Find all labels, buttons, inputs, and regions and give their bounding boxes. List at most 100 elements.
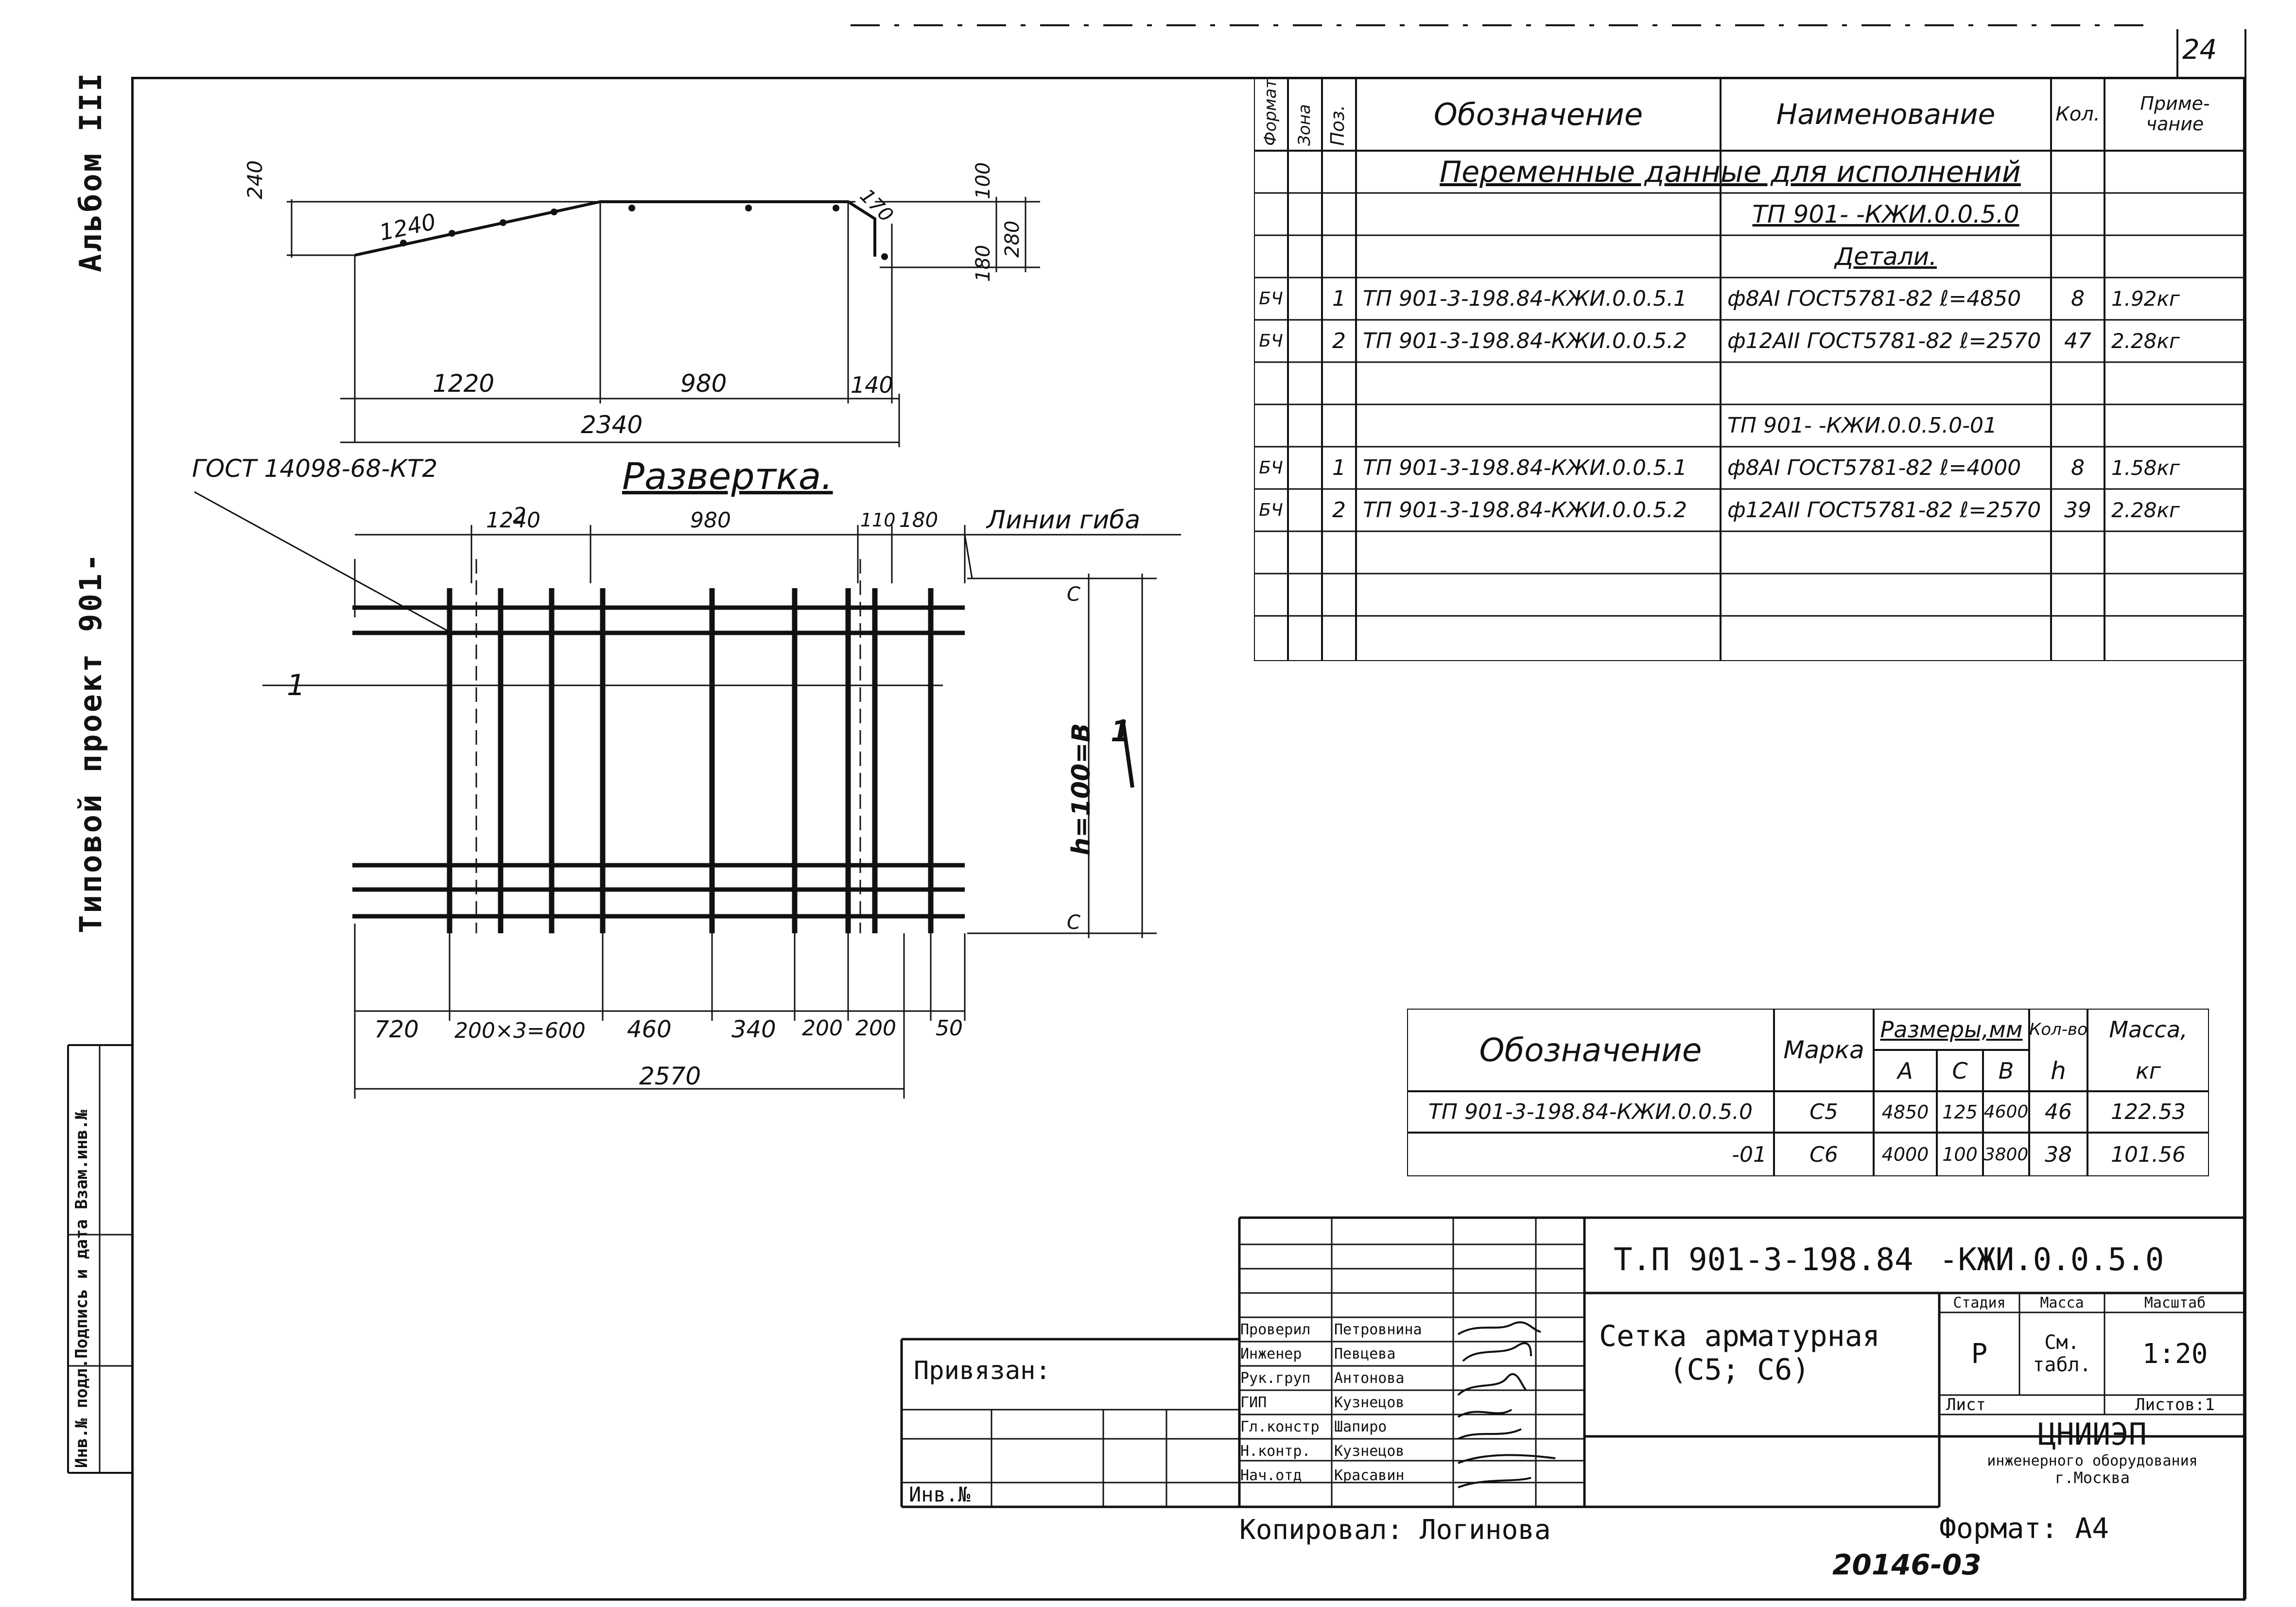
- staff-role: Проверил: [1240, 1321, 1311, 1338]
- spec-row-qty: 8: [2071, 455, 2085, 480]
- format-label: Формат: А4: [1939, 1512, 2109, 1545]
- spec-row-pos: 2: [1332, 498, 1346, 523]
- mesh-transverse-bars: [447, 588, 934, 933]
- spec-row-note: 1.58кг: [2111, 456, 2180, 480]
- params-header-sizes: Размеры,мм: [1880, 1016, 2023, 1043]
- params-row2-b: 3800: [1983, 1144, 2029, 1165]
- spec-row-qty: 47: [2064, 329, 2091, 353]
- params-row2-mark: С6: [1809, 1142, 1838, 1167]
- stage-value: Р: [1971, 1338, 1988, 1370]
- params-row1-c: 125: [1942, 1101, 1978, 1123]
- params-row2-h: 38: [2045, 1142, 2072, 1167]
- spec-row-pos: 1: [1332, 455, 1346, 480]
- mass-value: См. табл.: [2033, 1331, 2091, 1376]
- spec-row-designation: ТП 901-3-198.84-КЖИ.0.0.5.2: [1363, 329, 1687, 353]
- mesh-longitudinal-bars: [352, 605, 965, 919]
- spec-row-name: ТП 901- -КЖИ.0.0.5.0: [1752, 200, 2019, 228]
- spec-row-designation: ТП 901-3-198.84-КЖИ.0.0.5.2: [1363, 498, 1687, 523]
- staff-name: Певцева: [1334, 1345, 1396, 1362]
- sheets-label: Листов:1: [2135, 1395, 2215, 1415]
- dim-180-plan: 180: [899, 508, 939, 532]
- spec-row-variable-data: Переменные данные для исполнений: [1440, 155, 2021, 189]
- staff-role: Н.контр.: [1240, 1442, 1311, 1460]
- params-row2-c: 100: [1942, 1144, 1978, 1165]
- scale-value: 1:20: [2142, 1338, 2208, 1370]
- params-row1-mass: 122.53: [2111, 1100, 2186, 1124]
- spec-header-qty: Кол.: [2055, 103, 2100, 125]
- params-row1-h: 46: [2045, 1100, 2072, 1124]
- staff-role: Гл.констр: [1240, 1418, 1320, 1435]
- staff-name: Антонова: [1334, 1369, 1405, 1387]
- callout-c-bottom: С: [1067, 911, 1080, 934]
- profile-dims: [287, 197, 1040, 447]
- spec-header-designation: Обозначение: [1433, 96, 1643, 132]
- staff-name: Кузнецов: [1334, 1442, 1405, 1460]
- params-row2-designation: -01: [1732, 1142, 1767, 1167]
- params-header-count: Кол-во: [2029, 1019, 2087, 1039]
- spec-row-note: 2.28кг: [2111, 329, 2180, 353]
- gost-label: ГОСТ 14098-68-КТ2: [192, 454, 438, 483]
- params-row2-a: 4000: [1881, 1144, 1929, 1165]
- dim-200-a: 200: [802, 1016, 843, 1041]
- sheet-number: 24: [2182, 34, 2217, 66]
- dim-980-top: 980: [680, 369, 727, 398]
- staff-name: Красавин: [1334, 1467, 1405, 1484]
- params-row1-designation: ТП 901-3-198.84-КЖИ.0.0.5.0: [1428, 1100, 1753, 1124]
- spec-row-qty: 39: [2064, 498, 2091, 523]
- plan-dims: [194, 491, 1181, 1099]
- params-header-mark: Марка: [1783, 1036, 1864, 1064]
- inv-no-label: Инв.№: [909, 1483, 971, 1506]
- spec-row-name: ф8АI ГОСТ5781-82 ℓ=4000: [1727, 455, 2021, 480]
- staff-name: Кузнецов: [1334, 1394, 1405, 1411]
- spec-row-format: БЧ: [1259, 500, 1283, 520]
- specification-table: Формат Зона Поз. Обозначение Наименовани…: [1254, 78, 2245, 661]
- mass-label: Масса: [2040, 1294, 2084, 1311]
- profile-bar-dots: [400, 205, 888, 260]
- spec-row-format: БЧ: [1259, 458, 1283, 478]
- params-header-a: А: [1897, 1057, 1913, 1084]
- dim-1220: 1220: [433, 369, 495, 398]
- spec-grid: [1254, 78, 2245, 661]
- razvertka-label: Развертка.: [622, 454, 833, 498]
- bend-lines: [475, 559, 861, 933]
- title-name: Сетка арматурная (С5; С6): [1599, 1319, 1880, 1387]
- callout-c-top: С: [1067, 583, 1080, 606]
- params-header-b: В: [1998, 1057, 2014, 1084]
- params-row1-b: 4600: [1983, 1102, 2029, 1122]
- title-code: Т.П 901-3-198.84: [1614, 1242, 1913, 1278]
- dim-460: 460: [627, 1016, 672, 1043]
- dim-980-plan: 980: [690, 508, 731, 533]
- org-sub: инженерного оборудования: [1987, 1452, 2198, 1469]
- copied-by: Копировал: Логинова: [1239, 1514, 1551, 1546]
- staff-name: Шапиро: [1334, 1418, 1387, 1435]
- spec-row-note: 1.92кг: [2111, 287, 2180, 311]
- dim-1240-plan: 1240: [486, 508, 540, 533]
- bottom-number: 20146-03: [1832, 1548, 1982, 1581]
- spec-row-qty: 8: [2071, 286, 2085, 311]
- sheet-label: Лист: [1946, 1395, 1986, 1415]
- org-name: ЦНИИЭП: [2038, 1417, 2147, 1451]
- dim-110: 110: [860, 509, 896, 531]
- signatures: [1457, 1321, 1556, 1488]
- org-city: г.Москва: [2054, 1468, 2130, 1487]
- dim-2570: 2570: [639, 1062, 701, 1090]
- params-row1-mark: С5: [1809, 1100, 1838, 1124]
- privyazan-label: Привязан:: [914, 1356, 1051, 1385]
- spec-row-name: ф12АII ГОСТ5781-82 ℓ=2570: [1727, 329, 2041, 353]
- dim-2340: 2340: [581, 411, 643, 439]
- staff-role: Инженер: [1240, 1345, 1302, 1362]
- spec-row-name: ТП 901- -КЖИ.0.0.5.0-01: [1727, 413, 1998, 438]
- params-row1-a: 4850: [1881, 1101, 1929, 1123]
- spec-row-name: ф8АI ГОСТ5781-82 ℓ=4850: [1727, 286, 2021, 311]
- sheet-frame: [131, 77, 2245, 1601]
- stage-label: Стадия: [1953, 1294, 2006, 1311]
- dim-200x3: 200×3=600: [454, 1018, 586, 1043]
- spec-row-note: 2.28кг: [2111, 498, 2180, 522]
- scale-label: Масштаб: [2144, 1294, 2206, 1311]
- callout-1-left: 1: [287, 668, 306, 702]
- params-grid: [1407, 1009, 2209, 1176]
- staff-role: Рук.груп: [1240, 1369, 1311, 1387]
